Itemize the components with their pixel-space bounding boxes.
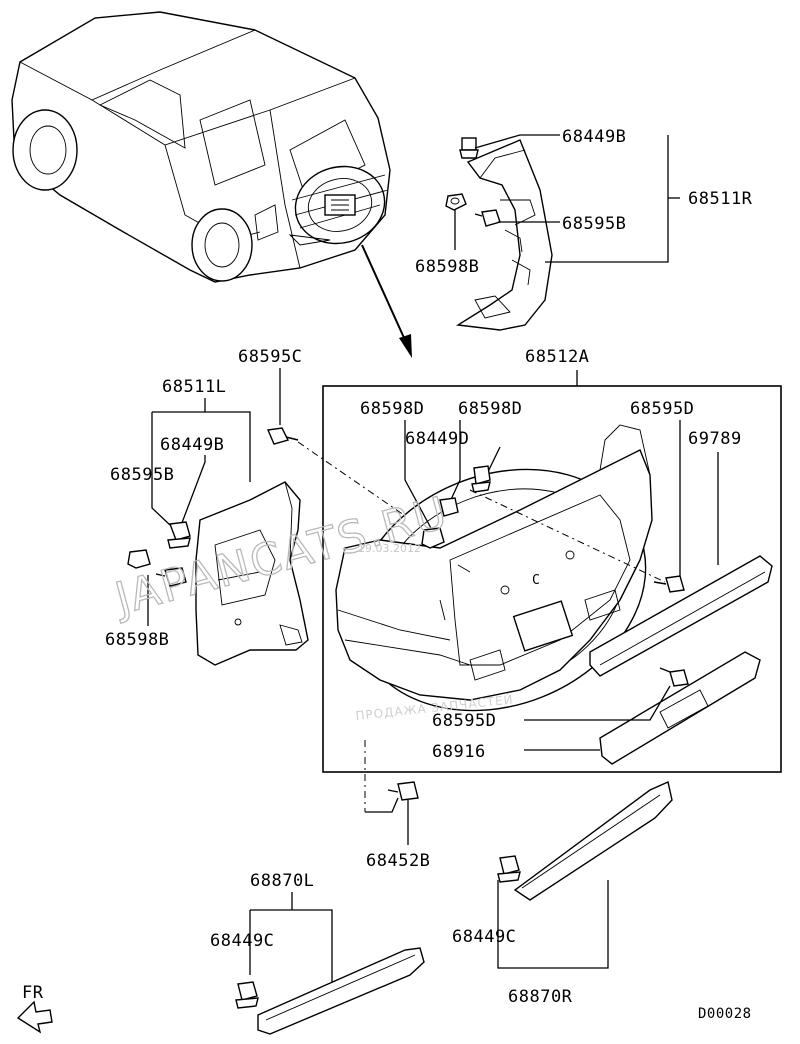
label-68449C-left: 68449C: [210, 931, 274, 951]
molding-68870R: [513, 781, 673, 901]
diagram-code: D00028: [698, 1006, 752, 1022]
nut-icon-left: [127, 549, 151, 569]
nut-icon-b: [439, 497, 459, 517]
clip-icon-b: [471, 465, 491, 493]
label-68598B-left: 68598B: [105, 630, 169, 650]
label-69789: 69789: [688, 429, 742, 449]
screw-icon-left: [155, 567, 187, 587]
bolt-icon: [266, 427, 299, 445]
clip-icon: [459, 137, 479, 159]
label-68452B: 68452B: [366, 851, 430, 871]
label-68595B-left: 68595B: [110, 465, 174, 485]
label-68449C-right: 68449C: [452, 927, 516, 947]
label-68511L: 68511L: [162, 377, 226, 397]
leaders-box: [404, 420, 719, 582]
label-68595D-top: 68595D: [630, 399, 694, 419]
label-68598B-top: 68598B: [415, 257, 479, 277]
label-68595C: 68595C: [238, 347, 302, 367]
label-68598D-1: 68598D: [360, 399, 424, 419]
arrow-to-assembly: [361, 244, 412, 358]
watermark-date: 19.03.2012: [358, 542, 421, 555]
label-68511R: 68511R: [688, 189, 753, 209]
front-arrow-icon: [16, 1000, 53, 1034]
label-68598D-2: 68598D: [458, 399, 522, 419]
label-68512A: 68512A: [525, 347, 589, 367]
clip-icon-68870R: [497, 855, 521, 883]
nut-icon: [445, 193, 467, 211]
assembly-68512A-box: [322, 385, 782, 773]
vehicle-illustration: [11, 11, 391, 283]
bracket-68511R-group: [445, 137, 553, 331]
spare-tire-icon: [291, 165, 389, 245]
screw-icon: [474, 209, 501, 227]
garnish-68916: [599, 651, 761, 765]
garnish-69789: [589, 555, 773, 677]
bolt-icon-d: [653, 575, 685, 593]
molding-68870L: [257, 947, 425, 1035]
label-68449B-top: 68449B: [562, 127, 626, 147]
bracket-68511R: [455, 139, 553, 331]
bolt-icon-68452B: [387, 781, 419, 801]
clip-icon-left: [167, 521, 191, 549]
front-direction-indicator: FR: [16, 983, 53, 1034]
label-68595D-bottom: 68595D: [432, 711, 496, 731]
bolt-icon-e: [659, 667, 689, 687]
front-label: FR: [22, 983, 44, 1003]
nut-icon-a: [421, 527, 445, 549]
leaders-68511R: [454, 134, 680, 263]
label-68870R: 68870R: [508, 987, 573, 1007]
label-68916: 68916: [432, 742, 486, 762]
clip-icon-68870L: [235, 981, 259, 1009]
letter-c: C: [532, 573, 540, 588]
label-68449B-left: 68449B: [160, 435, 224, 455]
label-68595B-top: 68595B: [562, 214, 626, 234]
label-68449D: 68449D: [405, 429, 469, 449]
bracket-68511L: [195, 481, 309, 666]
label-68870L: 68870L: [250, 871, 314, 891]
